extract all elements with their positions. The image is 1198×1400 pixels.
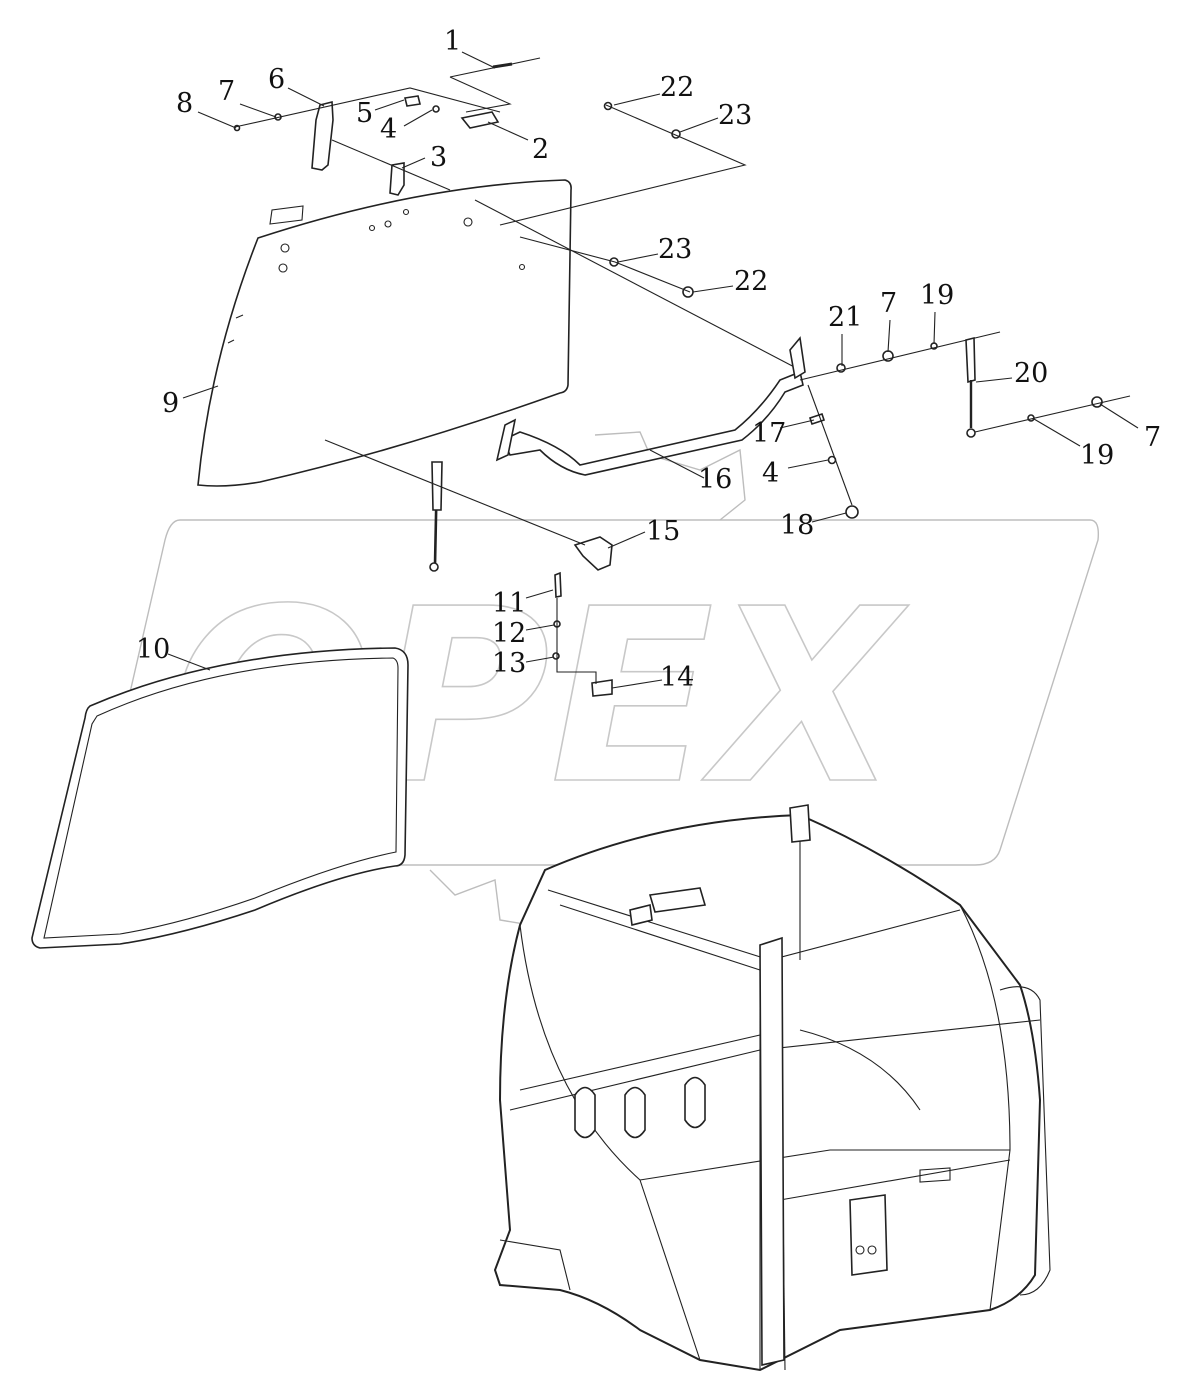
callout-7-right: 7 (1144, 422, 1161, 453)
callout-7-middle: 7 (880, 288, 897, 319)
callout-22-lower: 22 (734, 266, 768, 297)
callout-23-lower: 23 (658, 234, 692, 265)
callout-11: 11 (492, 588, 526, 619)
callout-10: 10 (136, 634, 170, 665)
lower-strut-bracket (324, 439, 613, 572)
callout-16: 16 (698, 464, 732, 495)
callout-leaders (167, 51, 1139, 689)
windscreen-glass (197, 179, 572, 487)
callout-13: 13 (492, 648, 526, 679)
callout-22-upper: 22 (660, 72, 694, 103)
callout-4-lower: 4 (762, 458, 779, 489)
callout-8: 8 (176, 88, 193, 119)
callout-19-lower: 19 (1080, 440, 1114, 471)
callout-15: 15 (646, 516, 680, 547)
callout-labels: 1 2 3 4 5 6 7 8 22 23 23 22 21 7 19 20 9… (136, 26, 1161, 693)
callout-6: 6 (268, 64, 285, 95)
cab-frame (493, 804, 1051, 1372)
callout-20: 20 (1014, 358, 1048, 389)
windscreen-seal (31, 647, 409, 949)
callout-17: 17 (752, 418, 786, 449)
callout-19-upper: 19 (920, 280, 954, 311)
callout-18: 18 (780, 510, 814, 541)
callout-23-upper: 23 (718, 100, 752, 131)
callout-4-upper: 4 (380, 114, 397, 145)
callout-21: 21 (828, 302, 862, 333)
callout-5: 5 (356, 98, 373, 129)
callout-12: 12 (492, 618, 526, 649)
gas-strut-right (965, 336, 1131, 438)
callout-3: 3 (430, 142, 447, 173)
wiper-linkage (474, 101, 1001, 519)
callout-1: 1 (444, 26, 461, 57)
latch-fasteners (552, 571, 613, 697)
upper-hinge-hardware (233, 57, 541, 196)
callout-14: 14 (660, 662, 694, 693)
callout-9: 9 (162, 388, 179, 419)
callout-7-upper-left: 7 (218, 76, 235, 107)
callout-2: 2 (532, 134, 549, 165)
